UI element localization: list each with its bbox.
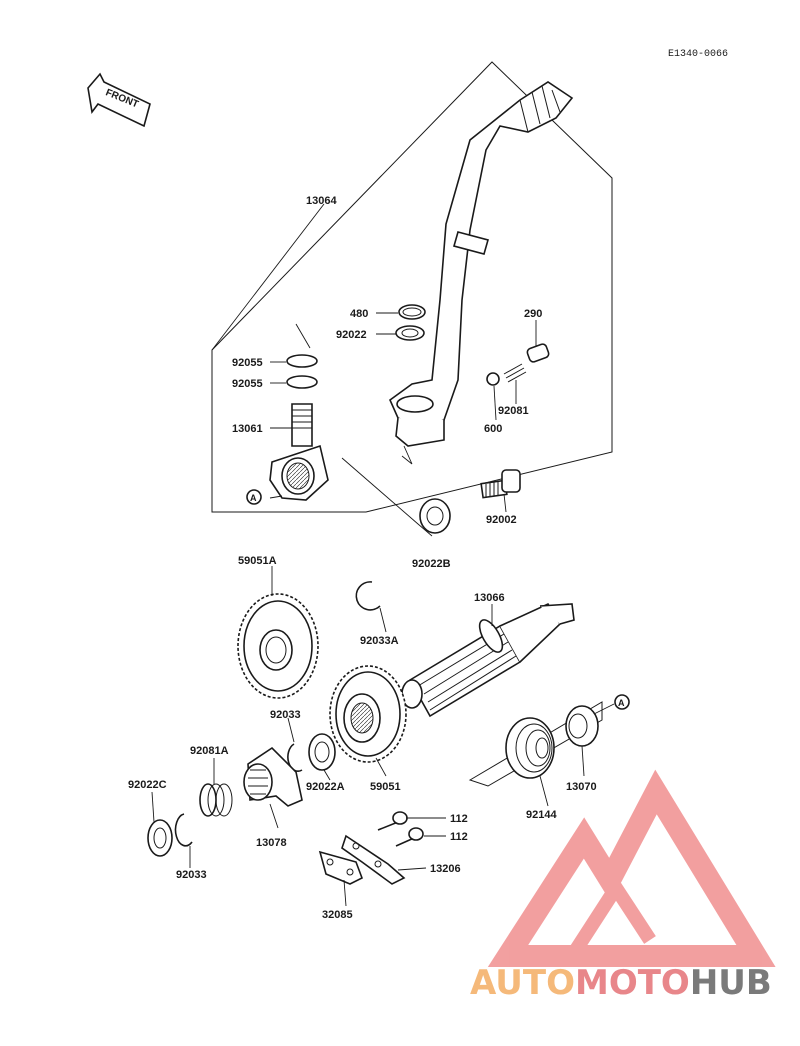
washer-92022A xyxy=(308,733,336,771)
label-92033-b: 92033 xyxy=(176,869,207,881)
circlip-480 xyxy=(398,304,426,320)
circlip-92033-lower xyxy=(174,813,193,847)
washer-92022 xyxy=(395,325,425,341)
label-600: 600 xyxy=(484,423,502,435)
watermark-part2: MOTO xyxy=(575,963,690,1003)
label-290: 290 xyxy=(524,308,542,320)
bolt-112-b xyxy=(395,827,424,847)
kick-shaft-13061 xyxy=(269,323,329,501)
diagram-code: E1340-0066 xyxy=(668,49,728,60)
kick-pedal-arm xyxy=(389,81,574,447)
svg-text:A: A xyxy=(618,698,625,708)
label-92022: 92022 xyxy=(336,329,367,341)
label-59051: 59051 xyxy=(370,781,401,793)
label-13078: 13078 xyxy=(256,837,287,849)
watermark-logo-icon xyxy=(487,769,776,967)
circlip-92033A xyxy=(355,581,381,611)
front-arrow-icon: FRONT xyxy=(87,72,151,128)
kick-shaft-13066 xyxy=(401,602,575,718)
svg-text:AUTOMOTOHUB: AUTOMOTOHUB xyxy=(470,963,772,1003)
label-92144: 92144 xyxy=(526,809,557,821)
plug-290 xyxy=(526,343,550,363)
svg-text:A: A xyxy=(250,493,257,503)
plate-32085 xyxy=(318,850,364,885)
label-92033: 92033 xyxy=(270,709,301,721)
ref-marker-a-lower: A xyxy=(614,694,630,710)
bolt-112-a xyxy=(377,811,408,831)
label-480: 480 xyxy=(350,308,368,320)
label-13066: 13066 xyxy=(474,592,505,604)
ball-600 xyxy=(486,372,500,386)
gear-59051 xyxy=(329,665,407,763)
label-13061: 13061 xyxy=(232,423,263,435)
leader-lines xyxy=(211,203,537,537)
label-92055-a: 92055 xyxy=(232,357,263,369)
label-92002: 92002 xyxy=(486,514,517,526)
bolt-92002 xyxy=(480,469,521,499)
label-59051A: 59051A xyxy=(238,555,277,567)
ratchet-13078 xyxy=(243,746,303,807)
label-13070: 13070 xyxy=(566,781,597,793)
watermark-text: AUTOMOTOHUB xyxy=(470,963,772,1003)
label-92022C: 92022C xyxy=(128,779,167,791)
spring-92081A xyxy=(199,783,233,817)
guide-13070 xyxy=(565,705,599,747)
label-13064: 13064 xyxy=(306,195,337,207)
gear-59051A xyxy=(237,593,319,699)
part-labels: 13064 480 92022 290 92055 92055 92081 60… xyxy=(128,195,597,921)
label-92055-b: 92055 xyxy=(232,378,263,390)
label-13206: 13206 xyxy=(430,863,461,875)
kick-pedal-group-outline xyxy=(211,61,613,513)
label-112-a: 112 xyxy=(450,813,468,825)
plate-13206 xyxy=(341,834,406,885)
circlip-92033 xyxy=(287,743,303,772)
label-32085: 32085 xyxy=(322,909,353,921)
label-112-b: 112 xyxy=(450,831,468,843)
label-92081A: 92081A xyxy=(190,745,229,757)
label-92022A: 92022A xyxy=(306,781,345,793)
washer-92022B xyxy=(419,498,451,534)
ref-marker-a-upper: A xyxy=(246,489,262,505)
washer-92022C xyxy=(147,819,173,857)
spring-group-outline xyxy=(468,701,603,787)
spring-92081 xyxy=(503,363,527,383)
watermark-part1: AUTO xyxy=(470,963,575,1003)
label-92081: 92081 xyxy=(498,405,529,417)
lower-leader-lines xyxy=(151,566,615,907)
watermark-part3: HUB xyxy=(690,963,772,1003)
label-92022B: 92022B xyxy=(412,558,451,570)
spring-92144 xyxy=(505,717,555,779)
label-92033A: 92033A xyxy=(360,635,399,647)
